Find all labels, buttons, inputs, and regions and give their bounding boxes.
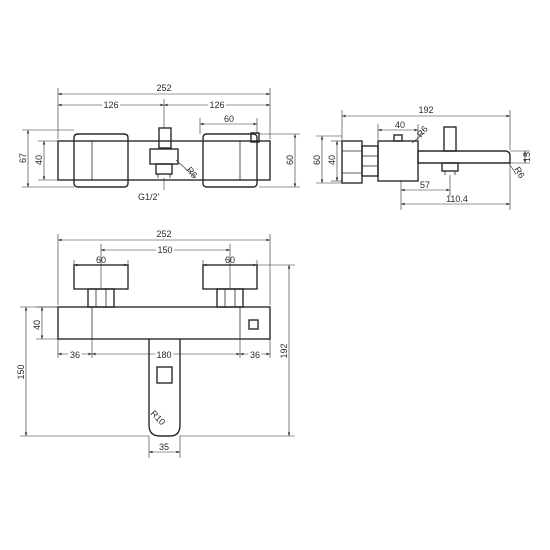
dim-thread: G1/2': [138, 192, 160, 202]
dim-spout-drop: 150: [16, 364, 26, 379]
side-outlet: [441, 162, 459, 172]
dim-radius-top: R6: [184, 165, 199, 180]
front-right-cap: [248, 319, 259, 330]
dim-half-left: 126: [103, 100, 118, 110]
dim-height-outer: 67: [18, 153, 28, 163]
dim-depth: 192: [418, 105, 433, 115]
top-right-handle: [202, 133, 258, 188]
top-outlet-block: [149, 148, 179, 165]
dim-inset-left: 36: [70, 350, 80, 360]
dim-height-inner-side: 40: [327, 155, 337, 165]
front-spout-button: [156, 366, 173, 384]
dim-height-inner: 40: [34, 155, 44, 165]
dim-height-outer-side: 60: [312, 155, 322, 165]
top-outlet-nut: [155, 163, 173, 175]
front-body: [57, 306, 271, 340]
front-right-nut: [216, 288, 244, 308]
dim-radius-side: R6: [415, 124, 430, 139]
dim-spout-radius-front: R10: [149, 408, 168, 427]
dim-stem: 40: [395, 120, 405, 130]
side-diverter-knob: [443, 126, 457, 152]
top-view: 252 126 126 60 67 40 60 R6 G1/2': [18, 83, 300, 202]
leader-line: [411, 132, 425, 144]
side-view: 192 40 R6 60 40 57 110.4 15 R6: [312, 105, 532, 210]
dim-overall-width-front: 252: [156, 229, 171, 239]
dim-spout-span: 180: [156, 350, 171, 360]
front-view: 252 150 60 60 40 36 180 36 1: [16, 229, 295, 458]
leader-line: [175, 159, 197, 179]
dim-inset-right: 36: [250, 350, 260, 360]
side-body: [377, 140, 419, 182]
dim-handle-width: 60: [224, 114, 234, 124]
top-outlet-stem: [158, 127, 172, 149]
dim-spout-offset: 57: [420, 180, 430, 190]
front-left-nut: [87, 288, 115, 308]
dim-body-height: 40: [32, 320, 42, 330]
leader-line: [507, 161, 517, 175]
top-left-handle: [73, 133, 129, 188]
dim-spout-radius: R6: [512, 165, 526, 180]
side-top-stem: [393, 134, 403, 142]
dim-spout-height: 15: [522, 152, 532, 162]
top-right-cap: [250, 132, 260, 143]
side-spout: [417, 150, 511, 164]
dim-height-right: 60: [285, 155, 295, 165]
front-spout: [148, 339, 181, 437]
dim-handle-spacing: 150: [157, 245, 172, 255]
side-handle-block: [341, 140, 363, 184]
dim-overall-width: 252: [156, 83, 171, 93]
dim-spout-length: 110.4: [446, 194, 468, 204]
dim-handle-left: 60: [96, 255, 106, 265]
side-hex-nut: [361, 145, 379, 177]
dim-total-height: 192: [279, 343, 289, 358]
dim-half-right: 126: [209, 100, 224, 110]
dim-handle-right: 60: [225, 255, 235, 265]
dim-spout-width: 35: [159, 442, 169, 452]
